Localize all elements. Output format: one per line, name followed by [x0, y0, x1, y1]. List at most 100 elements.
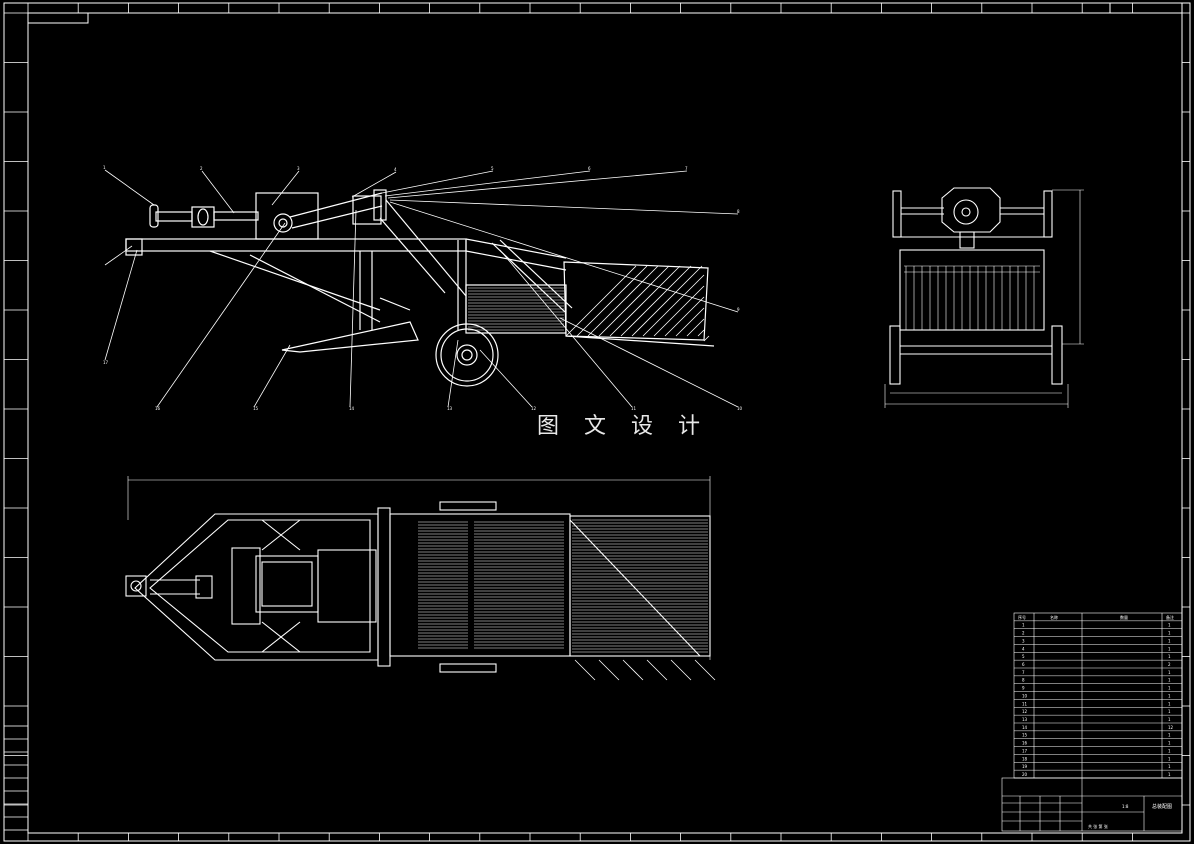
inner-frame: [27, 12, 1183, 834]
parts-row-qty: 1: [1168, 717, 1171, 722]
hatch-line: [565, 265, 637, 337]
parts-row-qty: 1: [1168, 701, 1171, 706]
parts-row-number: 18: [1022, 756, 1028, 761]
elevator-rods: [468, 287, 564, 331]
digging-shovel: [281, 321, 419, 353]
hatch-line: [664, 296, 705, 337]
tooth: [646, 659, 668, 681]
hatch-line: [653, 285, 705, 337]
top-right-box: [1109, 2, 1183, 14]
hatch-line: [697, 329, 705, 337]
hatch-line: [631, 265, 703, 337]
parts-row-qty: 1: [1168, 638, 1171, 643]
front-elevator-grid: [904, 265, 1040, 330]
callout-number: 2: [200, 166, 203, 171]
parts-row-qty: 1: [1168, 741, 1171, 746]
parts-row-qty: 1: [1168, 654, 1171, 659]
hatch-line: [686, 318, 705, 337]
parts-header: 备注: [1166, 614, 1174, 620]
basket-hatch: [565, 265, 710, 342]
parts-row-qty: 1: [1168, 733, 1171, 738]
parts-header: 序号: [1018, 614, 1026, 620]
tooth: [622, 659, 644, 681]
hatch-line: [620, 265, 692, 337]
tooth: [574, 659, 596, 681]
parts-row-qty: 1: [1168, 686, 1171, 691]
parts-row-qty: 1: [1168, 772, 1171, 777]
parts-row-qty: 1: [1168, 623, 1171, 628]
parts-row-number: 4: [1022, 646, 1025, 651]
collection-basket: [563, 261, 709, 341]
parts-row-number: 9: [1022, 686, 1025, 691]
callout-number: 10: [737, 406, 743, 411]
callout-number: 17: [103, 360, 109, 365]
parts-header: 数量: [1120, 614, 1128, 620]
parts-row-number: 13: [1022, 717, 1028, 722]
parts-row-qty: 1: [1168, 631, 1171, 636]
parts-row-number: 3: [1022, 638, 1025, 643]
top-view: [125, 476, 711, 673]
left-signoff-strip: [3, 725, 29, 831]
parts-row-number: 12: [1022, 709, 1028, 714]
parts-row-number: 1: [1022, 623, 1025, 628]
ground-wheel: [435, 323, 499, 387]
top-basket: [569, 515, 711, 657]
parts-row-number: 19: [1022, 764, 1028, 769]
callout-number: 16: [155, 406, 161, 411]
callout-number: 4: [394, 167, 397, 172]
side-view: [125, 189, 715, 387]
hatch-line: [675, 307, 705, 337]
parts-row-number: 8: [1022, 678, 1025, 683]
top-teeth: [574, 659, 716, 681]
callout-number: 15: [253, 406, 259, 411]
parts-row-qty: 1: [1168, 670, 1171, 675]
parts-row-number: 2: [1022, 631, 1025, 636]
parts-row-qty: 1: [1168, 693, 1171, 698]
hatch-line: [609, 265, 681, 337]
parts-row-qty: 1: [1168, 748, 1171, 753]
callout-number: 9: [737, 307, 740, 312]
parts-row-number: 14: [1022, 725, 1028, 730]
hatch-line: [642, 274, 705, 337]
top-frame-outline: [134, 513, 379, 661]
parts-row-qty: 12: [1168, 725, 1174, 730]
drawing-name: 总装配图: [1152, 803, 1172, 810]
callout-number: 11: [631, 406, 637, 411]
parts-header: 名称: [1050, 614, 1058, 620]
tooth: [670, 659, 692, 681]
callout-number: 5: [491, 166, 494, 171]
callout-number: 6: [588, 166, 591, 171]
callout-leaders: [104, 169, 739, 408]
gearbox: [255, 192, 319, 240]
parts-row-number: 10: [1022, 693, 1028, 698]
callout-number: 3: [297, 166, 300, 171]
callout-number: 1: [103, 165, 106, 170]
corner-label-box: [27, 12, 89, 24]
watermark-text: 图 文 设 计: [537, 414, 709, 439]
parts-row-number: 11: [1022, 701, 1028, 706]
parts-row-qty: 1: [1168, 764, 1171, 769]
parts-row-number: 7: [1022, 670, 1025, 675]
hatch-line: [576, 265, 648, 337]
main-frame-beam: [125, 238, 467, 252]
parts-row-qty: 1: [1168, 709, 1171, 714]
hatch-line: [598, 265, 670, 337]
front-dimensions: [884, 189, 1084, 408]
parts-row-number: 5: [1022, 654, 1025, 659]
parts-row-qty: 1: [1168, 756, 1171, 761]
sheet-count: 共 张 第 张: [1088, 823, 1108, 829]
parts-row-qty: 1: [1168, 678, 1171, 683]
parts-row-number: 6: [1022, 662, 1025, 667]
parts-row-number: 20: [1022, 772, 1028, 777]
tooth: [694, 659, 716, 681]
hatch-line: [587, 265, 659, 337]
parts-row-number: 16: [1022, 741, 1028, 746]
parts-list-rows: [1014, 620, 1182, 779]
callout-number: 8: [737, 209, 740, 214]
parts-list-table: [1013, 612, 1183, 779]
parts-row-qty: 1: [1168, 646, 1171, 651]
front-gearbox: [941, 187, 1001, 233]
parts-row-qty: 2: [1168, 662, 1171, 667]
